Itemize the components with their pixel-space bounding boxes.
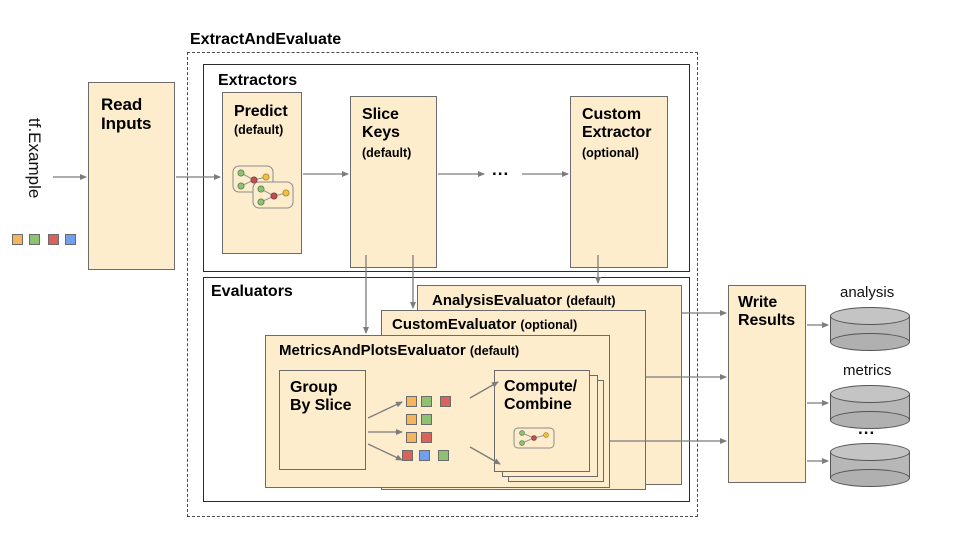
output-label-more: ... xyxy=(858,419,876,438)
extract-and-evaluate-group xyxy=(187,52,698,517)
output-label-analysis: analysis xyxy=(840,284,895,301)
model-graph-icon xyxy=(513,427,557,449)
slice-swatch-green xyxy=(421,414,432,425)
slice-swatch-orange xyxy=(406,414,417,425)
swatch-red xyxy=(48,234,59,245)
slice-swatch-red xyxy=(402,450,413,461)
database-cylinder-icon xyxy=(830,385,910,429)
slice-swatch-green xyxy=(438,450,449,461)
model-graph-icon xyxy=(232,165,296,211)
evaluators-title: Evaluators xyxy=(211,283,293,300)
write-results-label: Write Results xyxy=(738,294,796,329)
extractor-predict-name: Predict xyxy=(234,103,288,120)
swatch-blue xyxy=(65,234,76,245)
group-by-slice-box[interactable]: Group By Slice xyxy=(279,370,366,470)
extractor-slice-keys-qualifier: (default) xyxy=(362,146,412,160)
extractor-slice-keys[interactable]: Slice Keys (default) xyxy=(350,96,437,268)
extractor-custom-name: Custom Extractor xyxy=(582,106,652,141)
slice-swatch-blue xyxy=(419,450,430,461)
evaluator-metrics-and-plots-title: MetricsAndPlotsEvaluator (default) xyxy=(279,342,520,359)
slice-swatch-orange xyxy=(406,432,417,443)
extractor-predict[interactable]: Predict (default) xyxy=(222,92,302,254)
group-by-slice-label: Group By Slice xyxy=(290,379,352,414)
output-label-metrics: metrics xyxy=(843,362,892,379)
extract-and-evaluate-title: ExtractAndEvaluate xyxy=(190,31,342,48)
swatch-orange xyxy=(12,234,23,245)
slice-swatch-red xyxy=(421,432,432,443)
extractor-slice-keys-name: Slice Keys xyxy=(362,106,400,141)
read-inputs-label: Read Inputs xyxy=(101,95,152,134)
compute-combine-label: Compute/ Combine xyxy=(504,378,577,413)
extractors-ellipsis: ... xyxy=(492,160,510,179)
database-cylinder-icon xyxy=(830,443,910,487)
slice-swatch-red xyxy=(440,396,451,407)
extractor-custom-qualifier: (optional) xyxy=(582,146,639,160)
compute-combine-box[interactable]: Compute/ Combine xyxy=(494,370,590,472)
database-cylinder-icon xyxy=(830,307,910,351)
extractor-custom[interactable]: Custom Extractor (optional) xyxy=(570,96,668,268)
stage-read-inputs[interactable]: Read Inputs xyxy=(88,82,175,270)
evaluator-custom-title: CustomEvaluator (optional) xyxy=(392,316,578,333)
slice-swatch-green xyxy=(421,396,432,407)
input-swatch-group xyxy=(12,234,76,248)
evaluator-analysis-title: AnalysisEvaluator (default) xyxy=(432,292,616,309)
stage-write-results[interactable]: Write Results xyxy=(728,285,806,483)
swatch-green xyxy=(29,234,40,245)
slice-swatch-grid xyxy=(402,396,466,461)
extractor-predict-qualifier: (default) xyxy=(234,123,284,137)
input-label: tf.Example xyxy=(25,118,44,199)
slice-swatch-orange xyxy=(406,396,417,407)
extractors-title: Extractors xyxy=(218,72,298,89)
